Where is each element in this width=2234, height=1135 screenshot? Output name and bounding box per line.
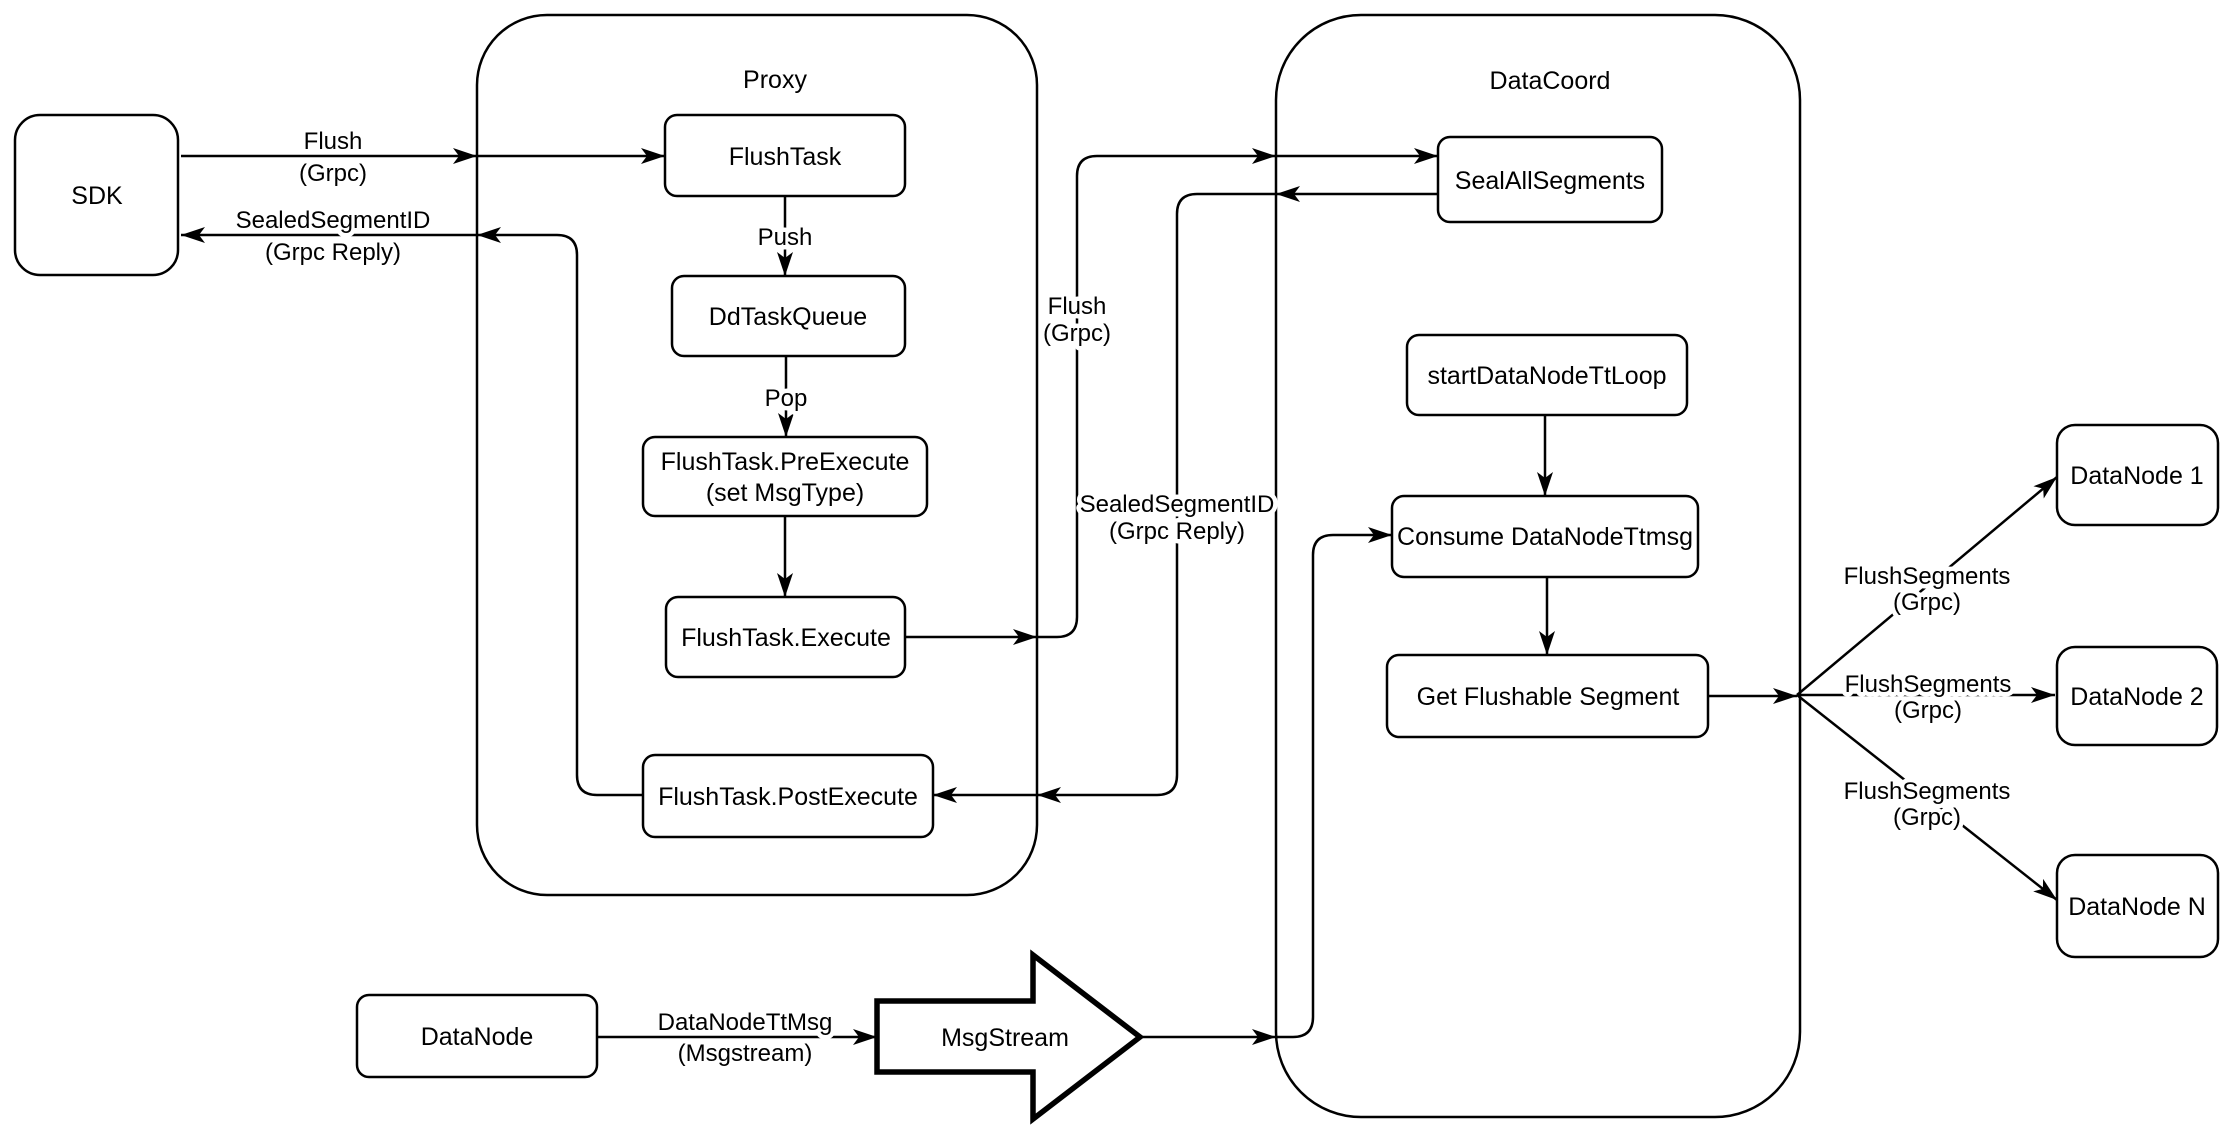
flushtask-preexecute-label-line2: (set MsgType) [706, 479, 864, 507]
proxy-title: Proxy [743, 66, 807, 94]
datanode1-label: DataNode 1 [2070, 462, 2203, 490]
ddtaskqueue-label: DdTaskQueue [709, 303, 867, 331]
flush-grpc-label-line2: (Grpc) [299, 160, 367, 187]
flushtask-preexecute-label-line1: FlushTask.PreExecute [661, 448, 910, 476]
sealedsegmentid-mid-label-line2: (Grpc Reply) [1109, 518, 1245, 545]
flushsegments2-label-line2: (Grpc) [1894, 697, 1962, 724]
sdk-node [13, 113, 180, 277]
flushtask-preexecute-node [641, 435, 929, 518]
datanoden-label: DataNode N [2068, 893, 2206, 921]
edge-msgstream-to-consume [1276, 527, 1392, 1039]
consume-datanodettmsg-label: Consume DataNodeTtmsg [1397, 523, 1693, 551]
flushtask-postexecute-node [641, 753, 935, 839]
startdatanodettloop-node [1405, 333, 1689, 417]
startdatanodettloop-label: startDataNodeTtLoop [1427, 362, 1666, 390]
datanode1-node [2055, 423, 2220, 527]
edge-flushsegments-datanode1 [1796, 476, 2058, 696]
sdk-label: SDK [71, 182, 123, 210]
datanode-label: DataNode [421, 1023, 534, 1051]
datanoden-node [2055, 853, 2220, 959]
datacoord-container [1274, 13, 1802, 1119]
push-label: Push [758, 224, 813, 251]
sealedsegmentid-mid-label-line1: SealedSegmentID [1080, 491, 1275, 518]
get-flushable-segment-node [1385, 653, 1710, 739]
sealallsegments-label: SealAllSegments [1455, 167, 1645, 195]
flushtask-execute-label: FlushTask.Execute [681, 624, 891, 652]
flush-grpc-label-line1: Flush [304, 128, 363, 155]
msgstream-arrow-shape [874, 949, 1145, 1125]
datanodettmsg-label-line1: DataNodeTtMsg [658, 1009, 833, 1036]
flushtask-postexecute-label: FlushTask.PostExecute [658, 783, 918, 811]
get-flushable-segment-label: Get Flushable Segment [1417, 683, 1680, 711]
datanode2-node [2055, 645, 2219, 747]
proxy-container [475, 13, 1039, 897]
datanodettmsg-label-line2: (Msgstream) [678, 1040, 813, 1067]
edge-reply-down-to-proxy [1037, 192, 1276, 803]
flushtask-node [663, 113, 907, 198]
edge-flush-up-to-datacoord [1037, 148, 1276, 639]
sealedsegmentid-reply-label-line2: (Grpc Reply) [265, 239, 401, 266]
flushsegments3-label-line2: (Grpc) [1893, 804, 1961, 831]
flushsegments3-label-line1: FlushSegments [1844, 778, 2011, 805]
flushsegments1-label-line1: FlushSegments [1844, 563, 2011, 590]
flush-grpc-mid-label-line2: (Grpc) [1043, 320, 1111, 347]
consume-datanodettmsg-node [1390, 494, 1700, 579]
flushsegments2-label-line1: FlushSegments [1845, 671, 2012, 698]
pop-label: Pop [765, 385, 808, 412]
datacoord-title: DataCoord [1490, 67, 1611, 95]
datanode2-label: DataNode 2 [2070, 683, 2203, 711]
flushtask-label: FlushTask [729, 143, 842, 171]
flushsegments1-label-line2: (Grpc) [1893, 589, 1961, 616]
msgstream-label: MsgStream [941, 1024, 1069, 1052]
ddtaskqueue-node [670, 274, 907, 358]
flush-grpc-mid-label-line1: Flush [1048, 293, 1107, 320]
flushtask-execute-node [664, 595, 907, 679]
datanode-node [355, 993, 599, 1079]
edge-flushsegments-datanoden [1796, 694, 2058, 901]
sealedsegmentid-reply-label-line1: SealedSegmentID [236, 207, 431, 234]
edge-postexecute-to-proxy-edge [477, 227, 643, 797]
sealallsegments-node [1436, 135, 1664, 224]
